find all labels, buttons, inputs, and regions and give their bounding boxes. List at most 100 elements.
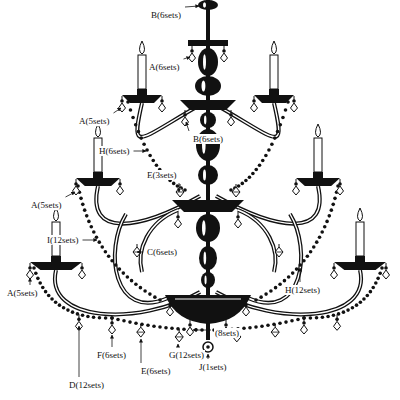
leader-line	[208, 354, 209, 359]
bead	[142, 142, 146, 146]
column-dish	[180, 100, 236, 110]
bead	[254, 325, 258, 329]
bead-chain	[126, 100, 187, 192]
diamond-facet	[271, 332, 279, 333]
candle-cup	[355, 256, 365, 262]
candle-stick	[270, 55, 278, 89]
bead	[321, 315, 325, 319]
bead	[126, 275, 130, 279]
bead	[330, 208, 334, 212]
pendant-drop	[334, 321, 341, 330]
crystal-pendant	[235, 212, 242, 228]
bead	[155, 163, 159, 167]
bead	[241, 182, 245, 186]
callout-label: E(6sets)	[140, 366, 172, 376]
bead	[126, 100, 130, 104]
column-dish	[172, 200, 244, 212]
candle	[30, 208, 82, 270]
knob-highlight	[204, 251, 207, 264]
bead	[153, 295, 157, 299]
column-knob	[198, 48, 218, 76]
callout-label: E(3sets)	[146, 170, 178, 180]
bead	[92, 230, 96, 234]
callout-label: A(6sets)	[148, 62, 181, 72]
crystal-pendant	[337, 179, 344, 195]
bead	[114, 263, 118, 267]
chandelier	[27, 0, 390, 352]
bead	[50, 297, 54, 301]
bead	[254, 298, 258, 302]
scroll-arm	[238, 210, 276, 272]
bead	[38, 281, 42, 285]
bead	[274, 286, 278, 290]
bead	[327, 214, 331, 218]
knob-highlight	[203, 54, 206, 69]
diamond-crystal	[137, 327, 145, 337]
bead	[302, 259, 306, 263]
bead	[172, 182, 176, 186]
bead	[122, 319, 126, 323]
bead	[34, 272, 38, 276]
bead	[148, 292, 152, 296]
candle-cup	[137, 89, 147, 95]
scroll-arm-highlight	[141, 210, 179, 272]
bead	[281, 116, 285, 120]
candle-flame	[358, 208, 363, 221]
bead	[342, 310, 346, 314]
bead	[326, 315, 330, 319]
diamond-crystal	[175, 332, 183, 342]
bead	[376, 277, 380, 281]
bead	[129, 108, 133, 112]
bead	[270, 142, 274, 146]
column-layer	[30, 0, 386, 352]
diamond-pendant	[232, 184, 240, 197]
bead	[309, 250, 313, 254]
bead	[47, 294, 51, 298]
bead	[100, 245, 104, 249]
pendant-drop	[228, 117, 235, 126]
bead	[306, 254, 310, 258]
bead	[140, 323, 144, 327]
pendant-drop	[175, 219, 182, 228]
ornament-layer	[27, 46, 390, 342]
crystal-pendant	[228, 110, 235, 126]
bead	[248, 326, 252, 330]
bead	[359, 300, 363, 304]
bead	[62, 306, 66, 310]
leader-line	[134, 151, 147, 152]
bead	[371, 286, 375, 290]
candle-cup	[269, 89, 279, 95]
candle-flame	[272, 41, 277, 54]
bead	[283, 279, 287, 283]
bead	[264, 154, 268, 158]
bead	[146, 324, 150, 328]
leader-line	[137, 252, 143, 253]
column-knob	[201, 272, 215, 288]
pendant-drop	[235, 219, 242, 228]
bead	[284, 108, 288, 112]
pendant-drop	[73, 186, 80, 195]
candle-cup	[313, 172, 323, 178]
crystal-pendant	[109, 318, 116, 334]
bead	[66, 308, 70, 312]
leader-line	[141, 339, 142, 363]
knob-highlight	[202, 81, 206, 92]
bead	[346, 308, 350, 312]
candle-cup	[93, 172, 103, 178]
diamond-facet	[232, 192, 240, 193]
knob-highlight	[204, 116, 206, 125]
bobeche	[296, 178, 340, 186]
bead	[290, 319, 294, 323]
bead	[355, 303, 359, 307]
pendant-drop	[119, 103, 126, 112]
column-knob	[199, 246, 217, 270]
bead	[158, 298, 162, 302]
pendant-drop	[291, 103, 298, 112]
bead	[267, 148, 271, 152]
bead	[237, 184, 241, 188]
callout-label: H(6sets)	[98, 146, 131, 156]
bead	[92, 315, 96, 319]
diamond-facet	[137, 332, 145, 333]
crystal-pendant	[79, 263, 86, 279]
